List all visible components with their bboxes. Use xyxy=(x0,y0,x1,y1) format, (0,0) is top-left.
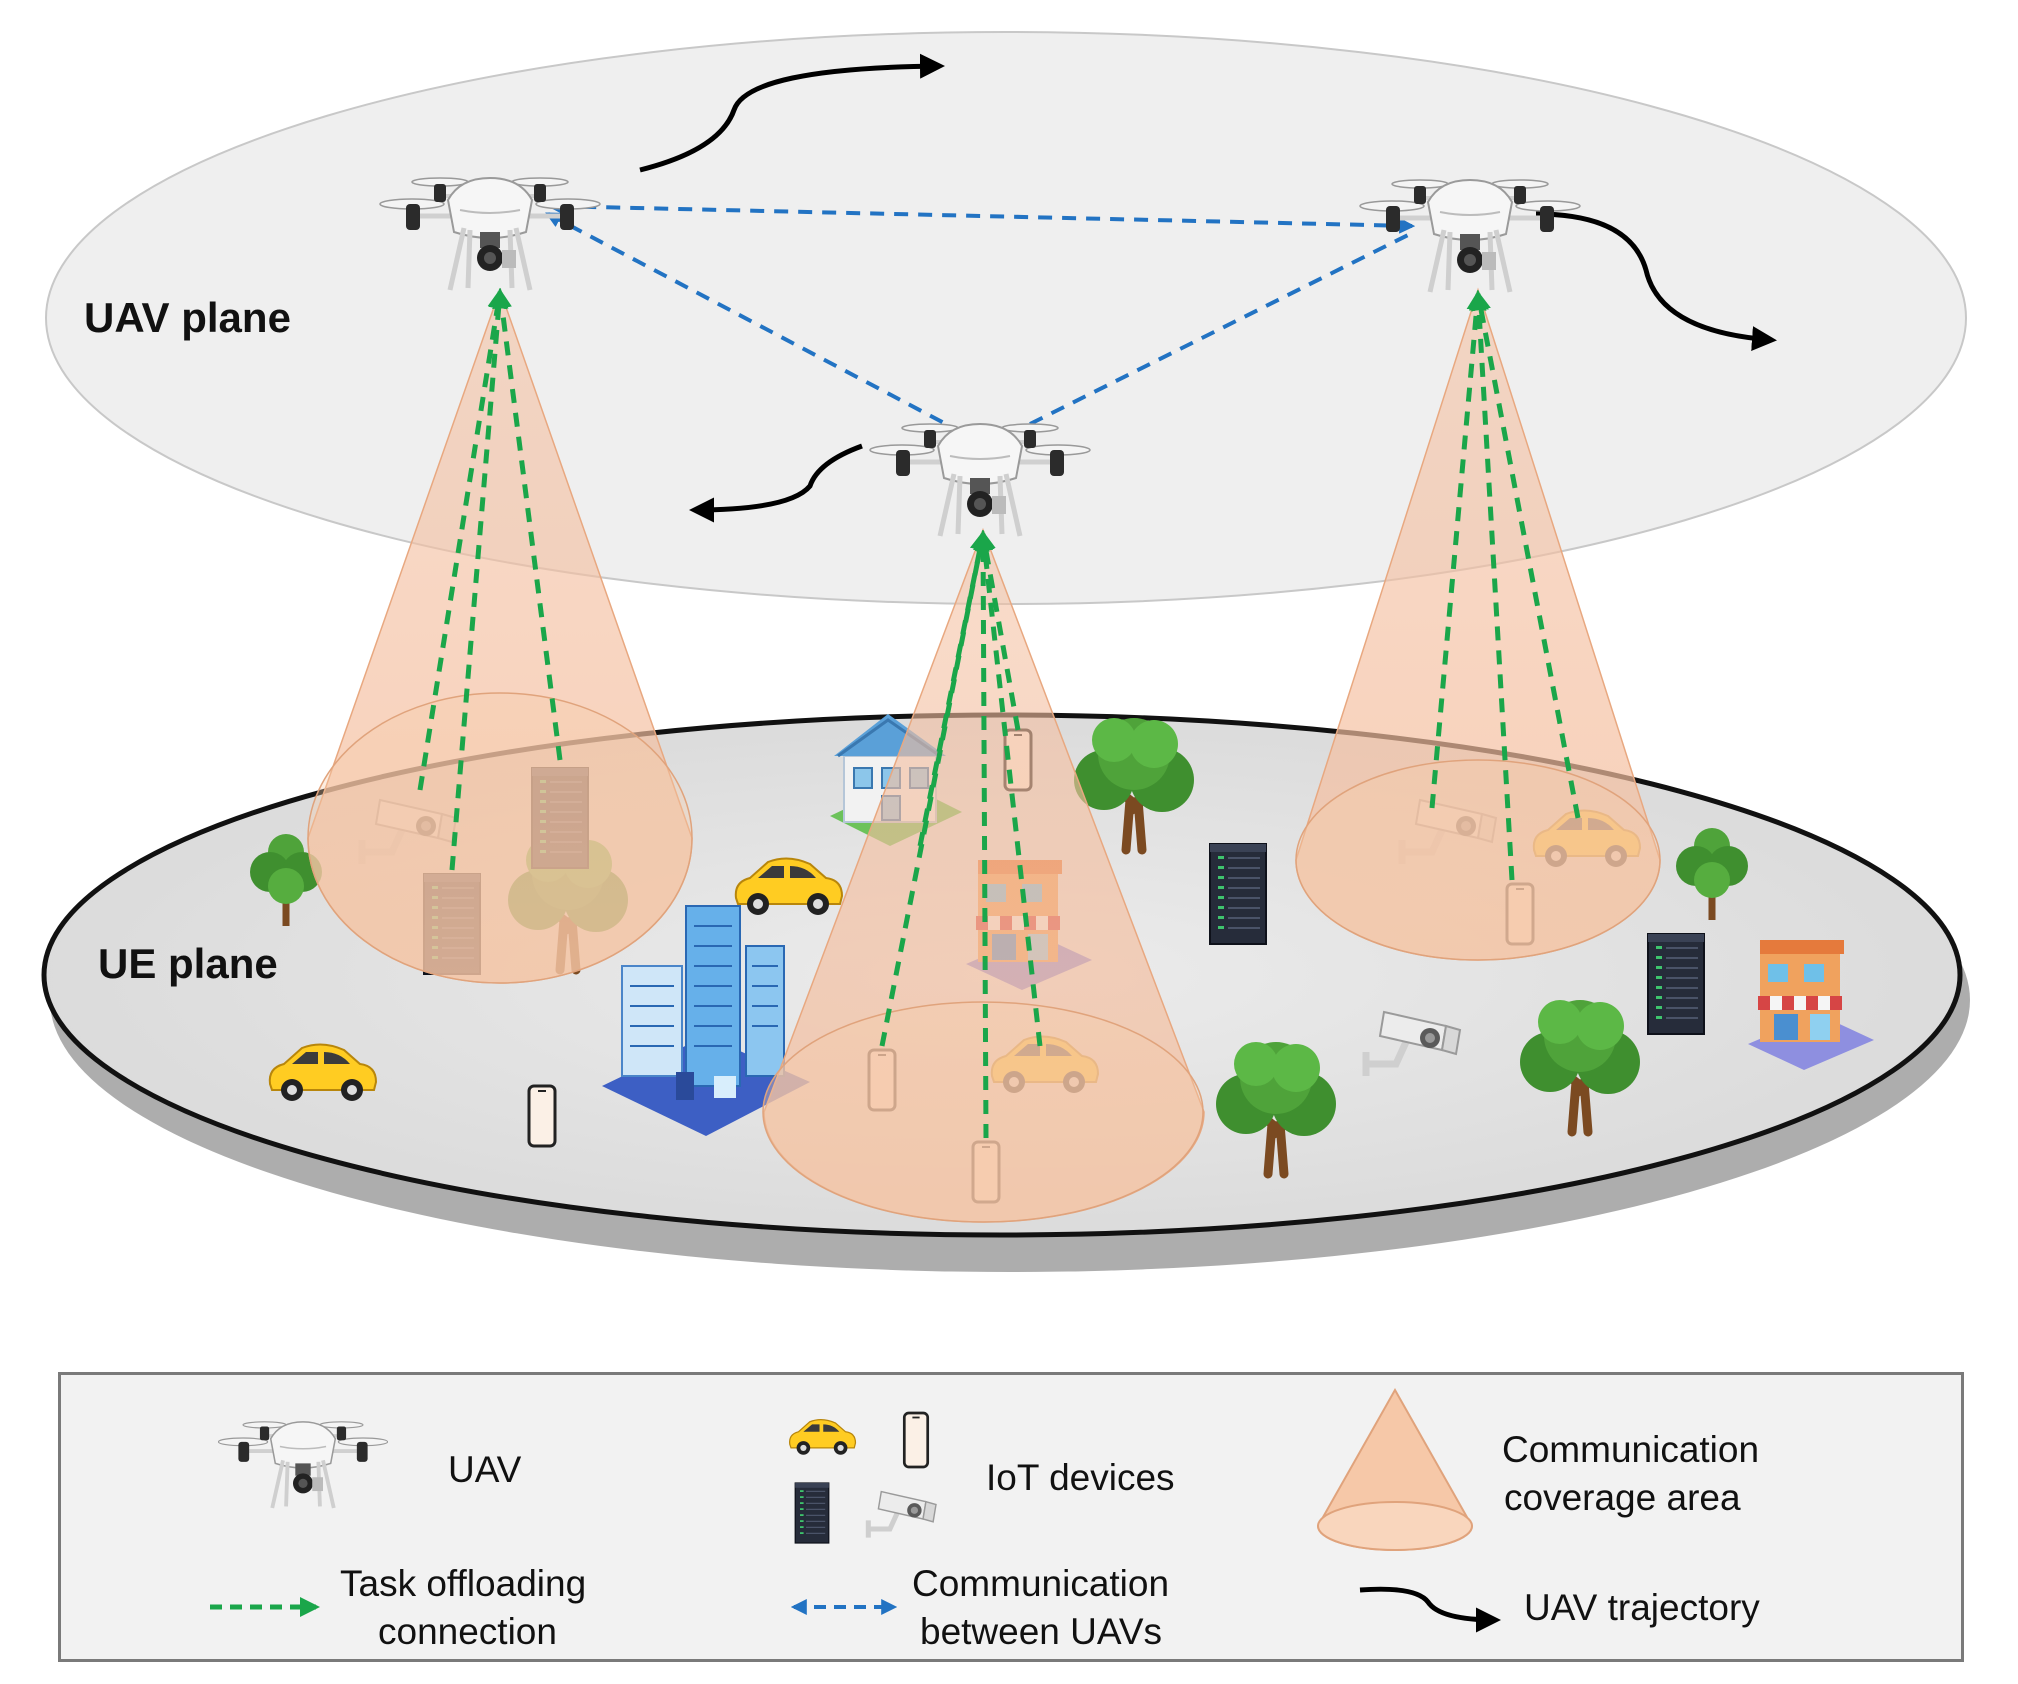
server-rack-icon xyxy=(1647,933,1705,1035)
legend-uav-label: UAV xyxy=(448,1449,522,1490)
smartphone-icon xyxy=(902,1411,930,1469)
legend-iot-devices-label: IoT devices xyxy=(986,1457,1175,1498)
legend-task-offloading-line xyxy=(210,1597,320,1617)
smartphone-icon xyxy=(527,1084,557,1148)
server-rack-icon xyxy=(794,1482,830,1544)
legend-uav-communication-line xyxy=(790,1599,898,1615)
uav-trajectories xyxy=(639,53,1777,523)
coverage-cone xyxy=(307,287,693,984)
legend-trajectory-line xyxy=(1359,1586,1501,1633)
legend-task-offloading-label-line1: Task offloading xyxy=(340,1563,587,1604)
task-offloading-links xyxy=(417,288,1581,1139)
legend xyxy=(58,1372,1964,1662)
uav-plane-label: UAV plane xyxy=(84,294,291,341)
security-camera-icon xyxy=(868,1492,936,1538)
ue-plane-label: UE plane xyxy=(98,940,278,987)
legend-uav-drone-icon xyxy=(218,1419,388,1510)
coverage-cone xyxy=(1295,287,1661,961)
coverage-cone xyxy=(762,527,1205,1223)
legend-coverage-cone-icon xyxy=(1316,1387,1474,1551)
legend-uav-communication-label-line1: Communication xyxy=(912,1563,1170,1604)
legend-trajectory-label: UAV trajectory xyxy=(1524,1587,1760,1628)
uav-plane xyxy=(45,31,1967,605)
legend-coverage-label-line2: coverage area xyxy=(1504,1477,1741,1518)
car-icon xyxy=(789,1419,857,1456)
legend-task-offloading-label-line2: connection xyxy=(378,1611,557,1652)
server-rack-icon xyxy=(1209,843,1267,945)
legend-iot-icons xyxy=(789,1411,956,1544)
legend-coverage-label-line1: Communication xyxy=(1502,1429,1760,1470)
uav-communication-links xyxy=(545,198,1416,426)
legend-uav-communication-label-line2: between UAVs xyxy=(920,1611,1162,1652)
